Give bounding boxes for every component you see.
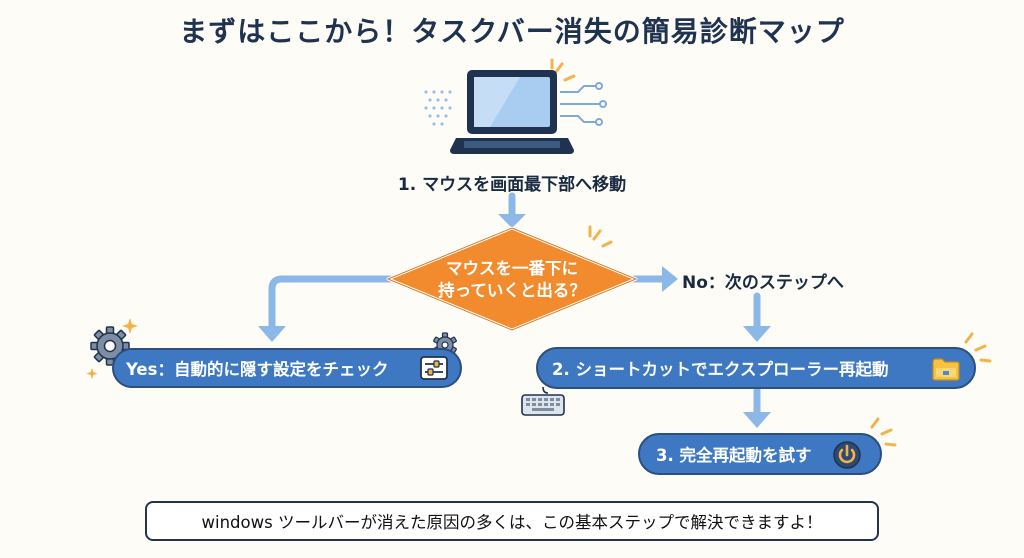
keyboard-icon — [521, 386, 565, 416]
settings-toggle-icon — [420, 356, 448, 380]
decision-line1: マウスを一番下に — [446, 259, 578, 278]
yes-branch-step: Yes：自動的に隠す設定をチェック — [112, 348, 462, 388]
highlight-sparks — [550, 58, 992, 447]
footer-note-box: windows ツールバーが消えた原因の多くは、この基本ステップで解決できますよ… — [145, 501, 879, 541]
yes-branch-label: Yes：自動的に隠す設定をチェック — [126, 360, 389, 379]
sparkle-decoration — [86, 318, 138, 379]
gear-icon — [90, 326, 130, 366]
arrow-decision-to-yes — [268, 275, 394, 334]
step1-label: 1. マウスを画面最下部へ移動 — [397, 175, 627, 195]
folder-icon — [932, 358, 960, 381]
power-icon — [833, 441, 861, 469]
laptop-icon — [424, 70, 607, 154]
no-branch-label: No：次のステップへ — [682, 273, 844, 293]
page-title: まずはここから！タスクバー消失の簡易診断マップ — [179, 15, 845, 48]
decision-line2: 持っていくと出る？ — [438, 281, 586, 300]
step3-label: 3. 完全再起動を試す — [656, 446, 812, 465]
step2-label: 2. ショートカットでエクスプローラー再起動 — [552, 360, 889, 379]
footer-note: windows ツールバーが消えた原因の多くは、この基本ステップで解決できますよ… — [201, 513, 823, 532]
step2-box: 2. ショートカットでエクスプローラー再起動 — [536, 347, 976, 389]
decision-question: マウスを一番下に 持っていくと出る？ — [398, 258, 626, 302]
